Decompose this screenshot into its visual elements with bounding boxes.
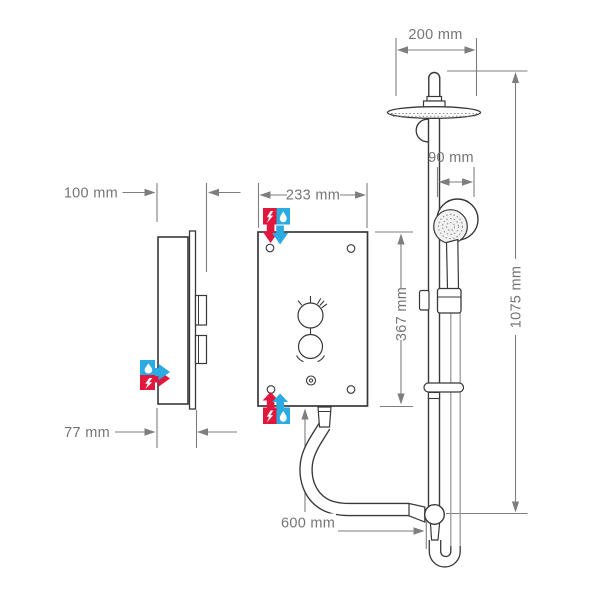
side-knob-bottom [194, 334, 208, 365]
fixing-hole [346, 244, 356, 253]
head-gooseneck [428, 71, 441, 97]
handset-holder[interactable] [418, 287, 462, 314]
label-unit-depth-body: 77 mm [64, 425, 110, 441]
label-head-diameter: 200 mm [408, 27, 462, 43]
dimension-unit-depth-body [115, 408, 237, 448]
water-arrow-right [151, 363, 170, 381]
dimension-lines [115, 38, 528, 549]
supply-entry-side [140, 360, 170, 390]
fixing-hole [265, 243, 275, 253]
supply-entry-bottom [262, 392, 290, 424]
electric-arrow-up [262, 392, 279, 408]
head-nut [426, 95, 443, 102]
label-hose-run: 600 mm [281, 516, 335, 532]
electric-arrow-down [262, 224, 279, 243]
side-knob-top [194, 294, 208, 326]
rail-collar [427, 391, 441, 400]
indicator-led [305, 375, 317, 386]
rail-assembly [386, 71, 482, 568]
dimension-head-diameter [395, 38, 478, 96]
side-backplate [188, 230, 197, 410]
unit-front-view [257, 231, 369, 407]
label-backing [278, 513, 336, 530]
dimension-panel-height [375, 231, 413, 408]
overhead-shower-head [386, 106, 482, 119]
hose-panel-connector [317, 406, 332, 428]
hose-u-bend [428, 522, 461, 568]
label-panel-width: 233 mm [286, 188, 340, 204]
dimension-unit-depth-total [122, 183, 241, 272]
dimension-panel-width [257, 183, 368, 228]
label-rail-height: 1075 mm [509, 266, 525, 329]
label-unit-depth-total: 100 mm [64, 186, 118, 202]
elbow-ball-joint [424, 504, 446, 526]
supply-entry-top [262, 208, 290, 245]
fixing-hole [346, 385, 356, 394]
dimension-handset-diameter [436, 167, 475, 197]
hose-rail-connector [408, 502, 426, 523]
supply-hose [299, 406, 446, 526]
flow-dial[interactable] [296, 327, 325, 363]
label-handset-diameter: 90 mm [428, 150, 474, 166]
mid-wall-bracket [423, 382, 465, 393]
control-panel [257, 231, 369, 407]
handset-handle [445, 238, 460, 290]
water-arrow-up [272, 393, 289, 409]
water-arrow-down [272, 225, 289, 245]
unit-side-view [157, 230, 208, 410]
handset [433, 198, 479, 290]
label-panel-height: 367 mm [394, 287, 410, 341]
dimension-labels: 100 mm 77 mm 233 mm 367 mm 200 mm 90 mm … [64, 27, 525, 532]
